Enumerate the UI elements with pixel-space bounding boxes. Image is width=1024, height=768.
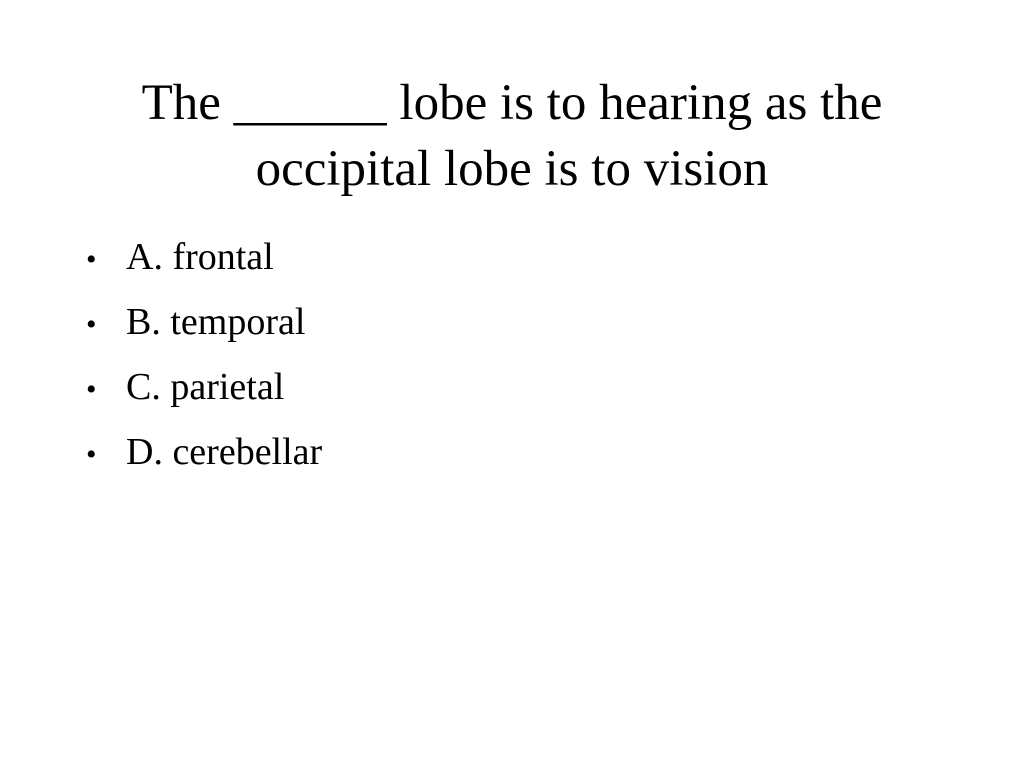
title-line-2: occipital lobe is to vision xyxy=(255,141,769,197)
option-b-label: B. temporal xyxy=(126,301,306,343)
slide-title: The ______ lobe is to hearing as the occ… xyxy=(60,70,964,202)
option-c-label: C. parietal xyxy=(126,366,285,408)
bullet-icon: • xyxy=(86,308,97,341)
option-b: • B. temporal xyxy=(86,297,322,362)
option-d: • D. cerebellar xyxy=(86,427,322,492)
option-a: • A. frontal xyxy=(86,232,322,297)
title-line-1: The ______ lobe is to hearing as the xyxy=(141,75,883,131)
answer-options-list: • A. frontal • B. temporal • C. parietal… xyxy=(86,232,322,492)
bullet-icon: • xyxy=(86,438,97,471)
bullet-icon: • xyxy=(86,373,97,406)
bullet-icon: • xyxy=(86,243,97,276)
option-c: • C. parietal xyxy=(86,362,322,427)
option-a-label: A. frontal xyxy=(126,236,274,278)
option-d-label: D. cerebellar xyxy=(126,431,323,473)
